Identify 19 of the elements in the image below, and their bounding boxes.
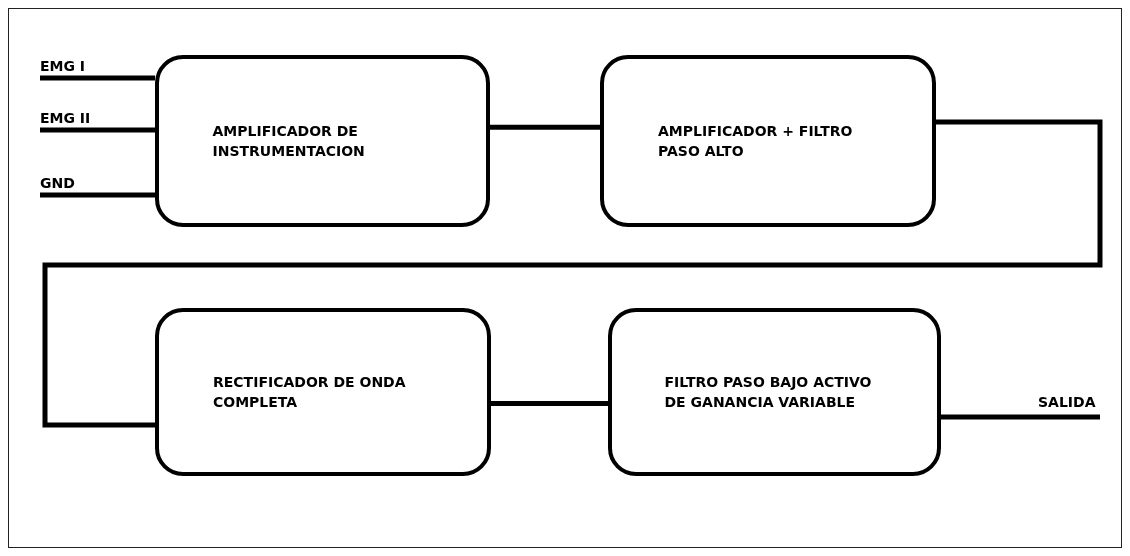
process-block (600, 55, 936, 227)
process-block (155, 55, 490, 227)
signal-line (490, 124, 600, 130)
block-label: RECTIFICADOR DE ONDA COMPLETA (213, 372, 407, 412)
signal-line (40, 75, 155, 81)
block-label: FILTRO PASO BAJO ACTIVO DE GANANCIA VARIABLE (664, 372, 873, 412)
signal-label: EMG I (40, 57, 86, 75)
signal-line (40, 127, 155, 133)
signal-label: SALIDA (1038, 393, 1096, 411)
signal-label: GND (40, 174, 75, 192)
signal-line (42, 119, 1103, 428)
signal-line (40, 192, 155, 198)
block-label: AMPLIFICADOR + FILTRO PASO ALTO (658, 121, 854, 161)
signal-line (491, 401, 608, 407)
block-label: AMPLIFICADOR DE INSTRUMENTACION (212, 121, 366, 161)
process-block (155, 308, 491, 476)
signal-line (941, 414, 1100, 420)
signal-label: EMG II (40, 109, 91, 127)
process-block (608, 308, 941, 476)
